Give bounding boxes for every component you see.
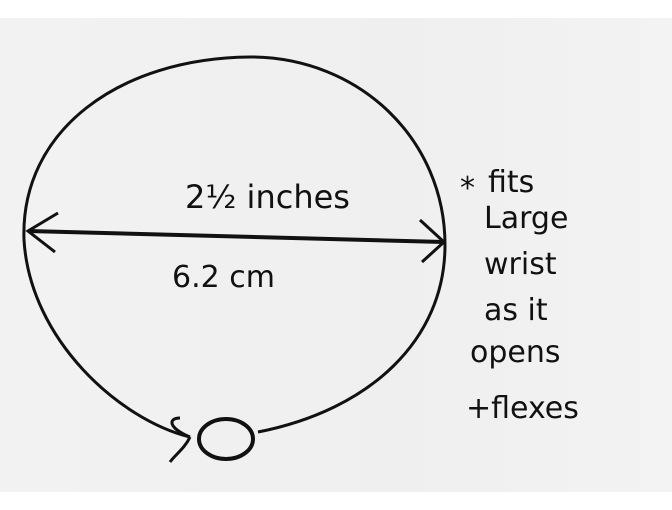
bracelet-clasp-hook [168,416,192,463]
note-line-4: as it [484,293,548,328]
note-line-1: fits [488,165,534,200]
bracelet-clasp-loop [197,417,255,461]
note-line-3: wrist [484,247,557,282]
bracelet-outline [22,55,447,439]
diameter-metric-label: 6.2 cm [172,260,275,295]
diameter-arrow-line [27,229,445,244]
note-line-6: +flexes [466,391,579,426]
note-line-5: opens [470,335,561,370]
diameter-imperial-label: 2½ inches [185,178,350,216]
note-asterisk: * [460,171,475,206]
note-line-2: Large [484,201,568,236]
arrowhead-left [25,211,59,254]
arrowhead-right [418,218,447,264]
paper-background [0,18,672,492]
